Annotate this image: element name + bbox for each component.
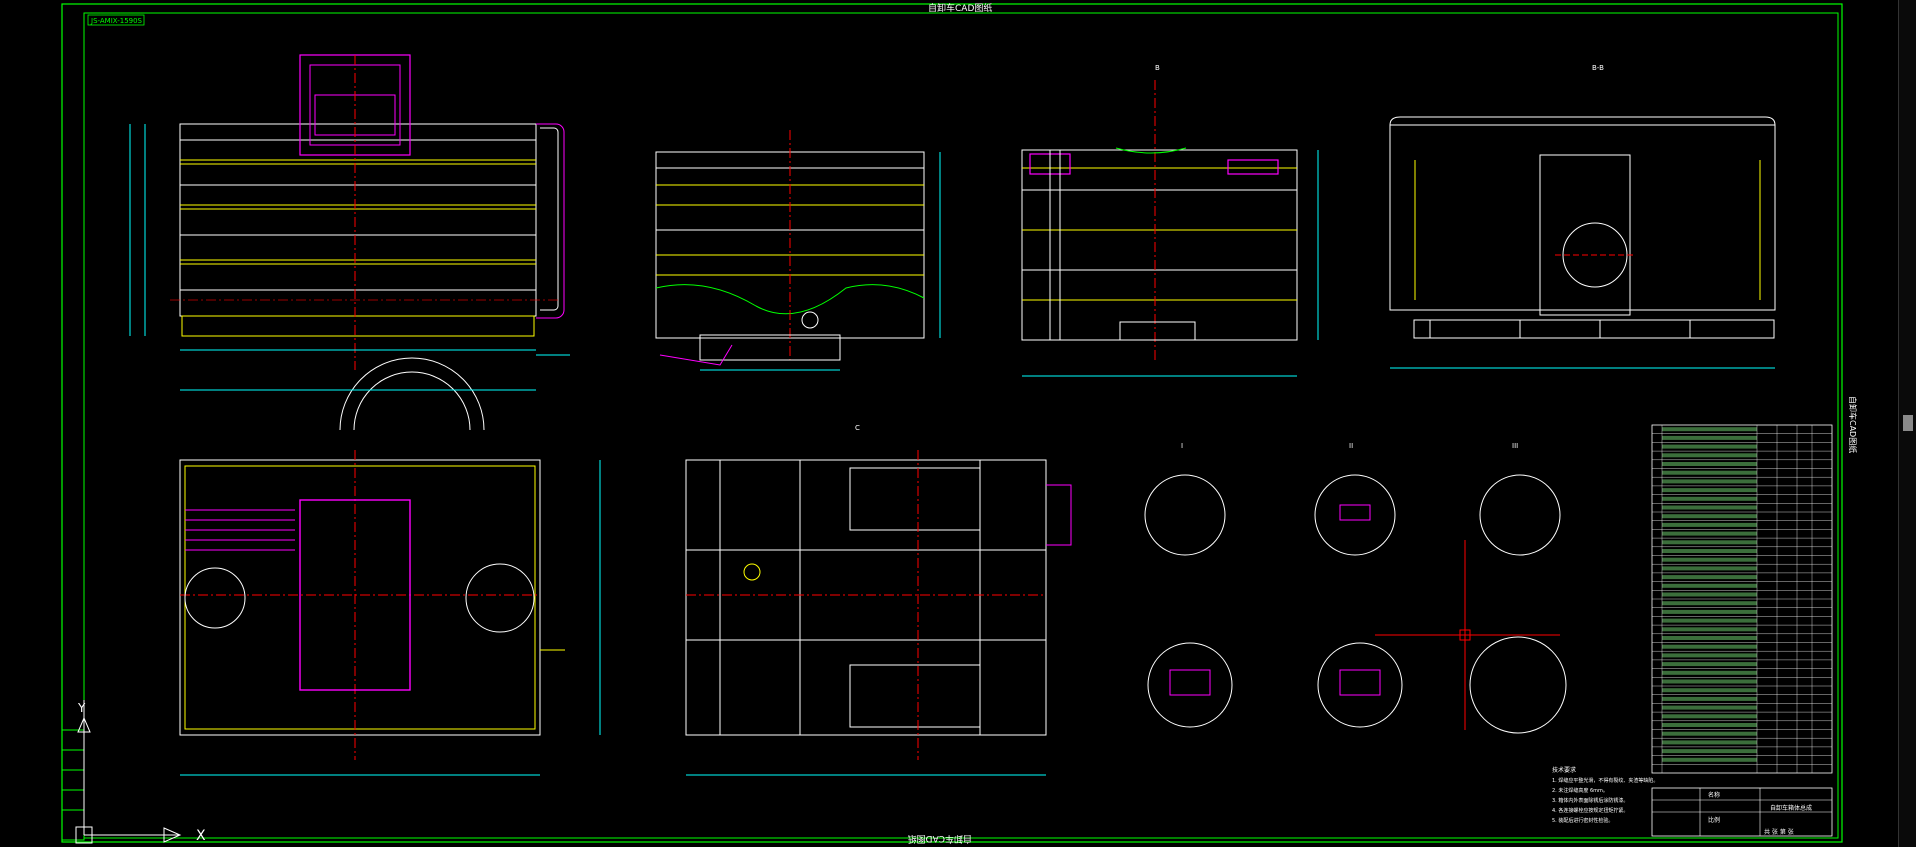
bom-row-text — [1662, 679, 1757, 684]
drawing-number-box — [87, 14, 145, 26]
top-view — [179, 450, 601, 776]
note-line-2: 2. 未注焊缝高度 6mm。 — [1552, 787, 1608, 794]
section-view: B-B — [1389, 64, 1776, 369]
bom-row-text — [1662, 514, 1757, 519]
bom-row-text — [1662, 435, 1757, 440]
bottom-view-label: C — [855, 424, 860, 432]
bom-row-text — [1662, 549, 1757, 553]
detail-label-b: II — [1349, 442, 1353, 450]
bottom-title: 自卸车CAD图纸 — [908, 833, 972, 845]
bom-row-text — [1662, 601, 1757, 606]
bom-row-text — [1662, 470, 1757, 475]
inner-frame — [83, 12, 1839, 839]
bom-row-text — [1662, 575, 1757, 580]
bom-row-text — [1662, 731, 1757, 736]
bom-row-text — [1662, 427, 1757, 432]
bom-row-text — [1662, 557, 1757, 562]
bom-row-text — [1662, 592, 1757, 597]
bom-row-text — [1662, 566, 1757, 571]
bom-row-text — [1662, 462, 1757, 466]
bom-row-text — [1662, 636, 1757, 640]
bom-row-text — [1662, 488, 1757, 493]
bom-row-text — [1662, 696, 1757, 701]
bom-row-text — [1662, 723, 1757, 727]
section-view-label: B-B — [1592, 64, 1604, 72]
bom-row-text — [1662, 705, 1757, 710]
bom-row-text — [1662, 688, 1757, 693]
rear-view — [1021, 80, 1319, 377]
bom-row-text — [1662, 540, 1757, 545]
title-block-sheet-label: 共 张 第 张 — [1764, 828, 1794, 836]
title-block-drawing-name: 自卸车箱体总成 — [1770, 804, 1812, 812]
side-view — [129, 54, 570, 431]
bom-row-text — [1662, 618, 1757, 623]
bom-row-text — [1662, 662, 1757, 667]
left-legend — [61, 729, 85, 841]
note-line-1: 1. 焊缝应平整光滑，不得有裂纹、夹渣等缺陷。 — [1552, 777, 1658, 784]
bom-row-text — [1662, 444, 1757, 449]
scrollbar-thumb[interactable] — [1903, 415, 1913, 431]
bom-row-text — [1662, 479, 1757, 484]
title-block-scale-label: 比例 — [1708, 816, 1720, 824]
bom-row-text — [1662, 522, 1757, 527]
bom-table — [1651, 424, 1833, 774]
front-view: B — [655, 64, 1160, 371]
bom-row-text — [1662, 505, 1757, 510]
title-block-name-label: 名称 — [1708, 791, 1720, 799]
front-view-label: B — [1155, 64, 1160, 72]
bom-row-text — [1662, 627, 1757, 632]
ucs-y-label: Y — [77, 701, 86, 715]
bom-row-text — [1662, 531, 1757, 536]
detail-label-c: III — [1512, 442, 1518, 450]
technical-notes: 技术要求 1. 焊缝应平整光滑，不得有裂纹、夹渣等缺陷。 2. 未注焊缝高度 6… — [1552, 766, 1658, 824]
bom-row-text — [1662, 496, 1757, 501]
bom-row-text — [1662, 714, 1757, 719]
drawing-number: JS-AMIX-1590S — [90, 17, 143, 25]
ucs-icon: Y X — [75, 700, 206, 844]
note-line-5: 5. 装配后进行密封性检验。 — [1552, 817, 1613, 824]
detail-label-a: I — [1181, 442, 1183, 450]
notes-heading: 技术要求 — [1552, 766, 1576, 774]
bom-row-text — [1662, 749, 1757, 754]
bom-row-text — [1662, 583, 1757, 588]
title-block: 名称 自卸车箱体总成 比例 共 张 第 张 — [1651, 787, 1833, 837]
bom-row-text — [1662, 453, 1757, 458]
bom-row-text — [1662, 653, 1757, 658]
ucs-x-label: X — [196, 828, 206, 844]
bottom-view: C — [685, 424, 1072, 776]
bom-row-text — [1662, 644, 1757, 649]
right-title: 自卸车CAD图纸 — [1848, 396, 1858, 453]
vertical-scrollbar[interactable] — [1898, 0, 1916, 847]
note-line-4: 4. 各连接螺栓应按规定扭矩拧紧。 — [1552, 807, 1628, 814]
note-line-3: 3. 箱体内外表面除锈后涂防锈漆。 — [1552, 797, 1628, 804]
detail-views: I II III — [1144, 442, 1567, 734]
outer-frame — [61, 3, 1843, 843]
bom-row-text — [1662, 740, 1757, 745]
bom-row-text — [1662, 609, 1757, 614]
bom-row-text — [1662, 757, 1757, 762]
top-title: 自卸车CAD图纸 — [928, 2, 992, 14]
bom-row-text — [1662, 670, 1757, 675]
